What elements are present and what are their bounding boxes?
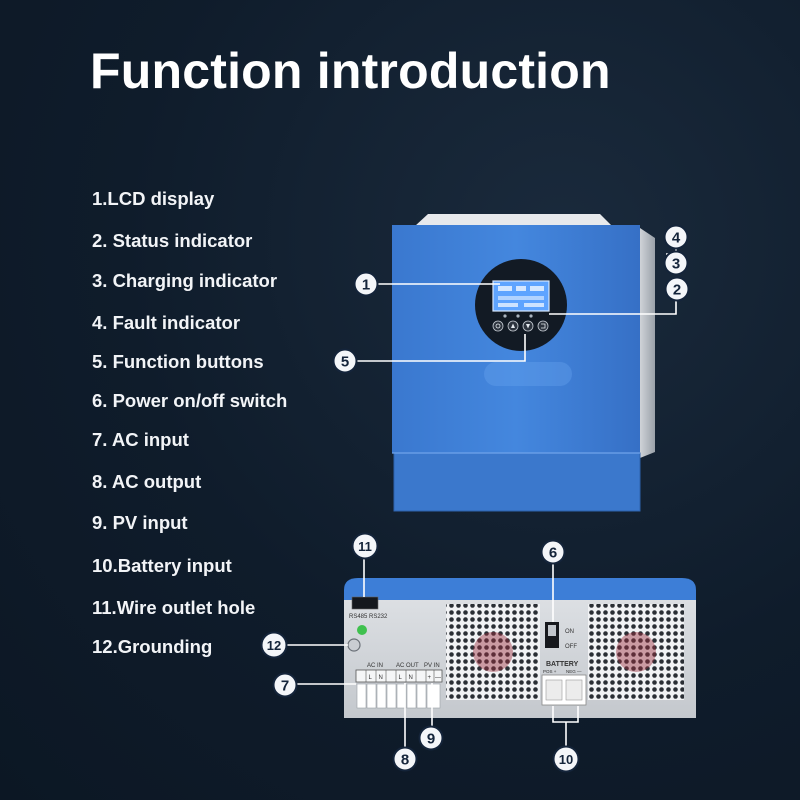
svg-text:2: 2	[673, 282, 681, 299]
svg-text:3: 3	[672, 256, 680, 273]
feature-item-pv-input: 9. PV input	[92, 512, 188, 533]
svg-text:12: 12	[267, 638, 281, 653]
inverter-front-view	[392, 214, 655, 512]
enter-icon	[541, 323, 546, 329]
ac-out-l-terminal: L	[399, 675, 403, 681]
callout-1: 1	[353, 271, 379, 297]
power-icon	[495, 323, 501, 329]
callout-9: 9	[418, 725, 444, 751]
pv-plus-terminal: +	[428, 675, 432, 681]
feature-item-lcd-display: 1.LCD display	[92, 188, 215, 209]
callout-12: 12	[260, 631, 288, 659]
ac-out-n-terminal: N	[409, 675, 413, 681]
callout-8: 8	[392, 746, 418, 772]
svg-text:6: 6	[549, 545, 557, 562]
callout-6: 6	[540, 539, 566, 565]
svg-text:5: 5	[341, 354, 349, 371]
ac-in-l-terminal: L	[369, 675, 373, 681]
ac-in-n-terminal: N	[379, 675, 383, 681]
feature-item-power-switch: 6. Power on/off switch	[92, 390, 288, 411]
svg-text:9: 9	[427, 731, 435, 748]
callout-11: 11	[351, 532, 379, 560]
status-led-icon	[503, 314, 507, 318]
left-fan-icon	[473, 632, 513, 672]
pv-in-label: PV IN	[424, 663, 440, 669]
enter-button[interactable]	[537, 320, 549, 332]
wire-clamps	[356, 683, 441, 709]
feature-item-ac-output: 8. AC output	[92, 471, 202, 492]
callout-10: 10	[552, 745, 580, 773]
battery-pos-label: POS +	[543, 669, 557, 674]
feature-item-wire-outlet: 11.Wire outlet hole	[92, 597, 256, 618]
feature-item-status-indicator: 2. Status indicator	[92, 230, 253, 251]
function-buttons	[492, 320, 549, 332]
callout-3: 3	[663, 250, 689, 276]
feature-item-charging-indicator: 3. Charging indicator	[92, 270, 278, 291]
feature-item-ac-input: 7. AC input	[92, 429, 189, 450]
rear-callout-lines	[284, 556, 579, 750]
front-panel-lower	[393, 452, 641, 512]
power-button[interactable]	[492, 320, 504, 332]
right-fan-grille	[588, 604, 684, 700]
fault-led-icon	[529, 314, 533, 318]
power-switch-rocker	[548, 625, 556, 636]
svg-text:7: 7	[281, 678, 289, 695]
inverter-rear-view: RS485 RS232 AC IN AC OUT PV IN L N L N +…	[344, 578, 696, 718]
callout-2: 2	[664, 276, 690, 302]
charging-led-icon	[516, 314, 520, 318]
svg-text:8: 8	[401, 752, 409, 769]
top-bracket	[415, 214, 612, 226]
right-fan-icon	[616, 632, 656, 672]
page-title: Function introduction	[90, 43, 611, 99]
ground-led-icon	[357, 625, 367, 635]
ac-out-label: AC OUT	[396, 663, 419, 669]
side-panel	[640, 228, 655, 458]
comm-port-block	[351, 596, 379, 610]
switch-on-label: ON	[565, 629, 574, 635]
feature-item-grounding: 12.Grounding	[92, 636, 213, 657]
rear-top-cover	[344, 578, 696, 602]
feature-item-battery-input: 10.Battery input	[92, 555, 232, 576]
terminal-strip	[355, 669, 443, 683]
battery-label: BATTERY	[546, 661, 579, 668]
feature-item-fault-indicator: 4. Fault indicator	[92, 312, 241, 333]
down-arrow-icon	[526, 324, 530, 329]
callout-5: 5	[332, 348, 358, 374]
ac-in-label: AC IN	[367, 663, 383, 669]
svg-text:10: 10	[559, 752, 573, 767]
battery-neg-label: NEG —	[566, 669, 582, 674]
callout-7: 7	[272, 672, 298, 698]
svg-text:4: 4	[672, 230, 681, 247]
feature-item-function-buttons: 5. Function buttons	[92, 351, 264, 372]
grounding-screw-icon	[347, 638, 361, 652]
pv-minus-terminal: —	[435, 675, 441, 681]
logo-glare	[484, 362, 572, 386]
battery-neg-terminal	[565, 679, 583, 701]
up-arrow-icon	[511, 323, 515, 328]
svg-text:11: 11	[358, 539, 372, 554]
svg-text:1: 1	[362, 277, 370, 294]
comm-port-label: RS485 RS232	[349, 614, 388, 620]
battery-pos-terminal	[545, 679, 563, 701]
switch-off-label: OFF	[565, 644, 577, 650]
callout-badges: 1 2 3 4 5 6 7 8	[260, 224, 690, 773]
callout-4: 4	[663, 224, 689, 250]
left-fan-grille	[446, 604, 540, 700]
